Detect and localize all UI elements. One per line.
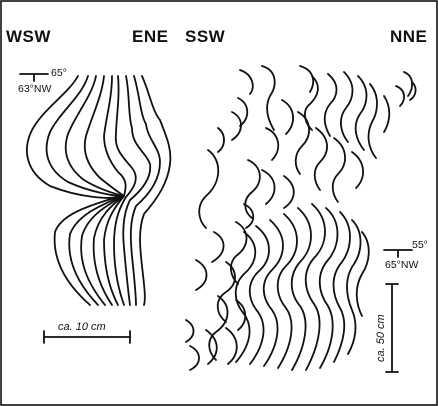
right-layer: [383, 95, 391, 133]
right-layer: [409, 81, 417, 101]
right-layer: [230, 221, 248, 285]
right-layer: [234, 231, 257, 363]
left-layer-2: [45, 75, 123, 306]
right-layer: [299, 65, 315, 93]
right-layer: [208, 295, 229, 361]
right-layer: [367, 83, 378, 159]
right-layer: [340, 71, 354, 143]
left-layer-4: [83, 75, 125, 306]
scale-bar-label: ca. 50 cm: [375, 314, 387, 362]
right-layer: [323, 73, 338, 137]
left-layer-6: [113, 75, 137, 306]
right-layer: [395, 85, 405, 107]
right-layer: [235, 299, 247, 331]
strike-value: 65°: [51, 67, 67, 79]
right-layer: [244, 159, 261, 219]
right-layer: [248, 225, 270, 365]
right-layer: [346, 219, 362, 355]
left-folded-layers: [25, 75, 172, 306]
right-layer: [276, 213, 298, 369]
right-layer: [403, 71, 413, 97]
right-layer: [225, 327, 238, 365]
left-layer-8: [129, 75, 161, 306]
right-layer: [231, 111, 242, 141]
right-layer: [261, 169, 276, 205]
right-layer: [283, 175, 295, 209]
right-label-ssw: SSW: [185, 27, 226, 46]
right-scale-bar: ca. 50 cm: [375, 283, 399, 373]
right-layer: [265, 127, 280, 161]
right-layer: [290, 207, 312, 371]
left-layer-3: [64, 75, 124, 306]
right-folded-layers: [185, 65, 417, 371]
right-label-nne: NNE: [390, 27, 427, 46]
left-strike-dip-symbol: 65° 63°NW: [18, 67, 67, 95]
left-layer-7: [122, 75, 152, 306]
right-layer: [239, 69, 254, 95]
right-layer: [313, 127, 328, 191]
left-layer-5: [103, 75, 127, 306]
right-strike-dip-symbol: 55° 65°NW: [383, 239, 428, 271]
dip-value: 65°NW: [385, 259, 418, 271]
right-layer: [281, 99, 294, 135]
dip-value: 63°NW: [18, 83, 51, 95]
right-layer: [355, 231, 370, 317]
right-layer: [304, 203, 326, 371]
right-layer: [262, 219, 284, 367]
right-layer: [332, 211, 351, 363]
scale-bar-label: ca. 10 cm: [58, 321, 106, 333]
right-layer: [243, 203, 255, 229]
right-layer: [318, 207, 339, 369]
right-layer: [185, 319, 195, 343]
left-label-wsw: WSW: [6, 27, 51, 46]
right-layer: [198, 149, 220, 229]
right-layer: [195, 259, 208, 291]
right-layer: [217, 127, 225, 153]
right-layer: [216, 261, 236, 323]
left-scale-bar: ca. 10 cm: [43, 321, 131, 344]
right-layer: [354, 75, 368, 151]
right-layer: [331, 137, 346, 203]
right-panel: SSW NNE 55° 65°NW: [185, 27, 428, 373]
right-layer: [189, 345, 200, 371]
left-panel: WSW ENE 65° 63°NW ca. 10 cm: [6, 27, 172, 344]
left-layer-9: [139, 75, 172, 306]
right-layer: [205, 329, 218, 365]
left-layer-1: [25, 75, 121, 306]
right-layer: [351, 151, 364, 189]
right-layer: [211, 231, 225, 263]
right-layer: [294, 111, 310, 175]
left-label-ene: ENE: [132, 27, 168, 46]
right-layer: [261, 65, 276, 131]
right-layer: [237, 97, 249, 127]
strike-value: 55°: [412, 239, 428, 251]
